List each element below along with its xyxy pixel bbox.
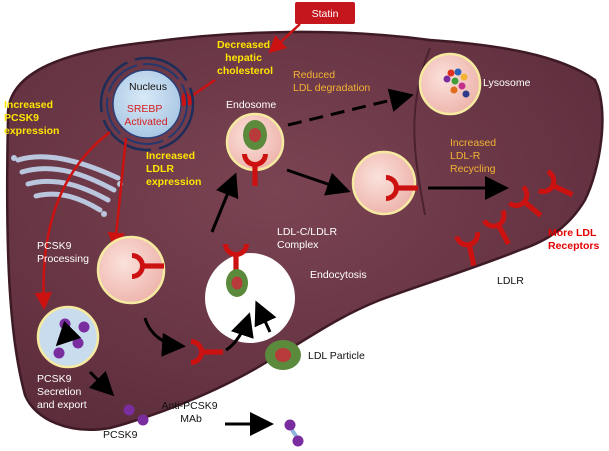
more-ldl-line-2: Receptors — [548, 240, 600, 252]
increased-recycling-line-2: LDL-R — [450, 150, 481, 162]
increased-ldlr-line-3: expression — [146, 176, 201, 188]
endocytosis-label: Endocytosis — [310, 269, 367, 281]
svg-text:SREBP Activated: SREBP Activated — [124, 103, 167, 128]
secretion-line-2: Secretion — [37, 386, 82, 398]
secretion-line-1: PCSK9 — [37, 373, 72, 385]
complex-line-2: Complex — [277, 239, 319, 251]
pcsk9-processing-vesicle — [96, 235, 166, 305]
mab-line-1: Anti-PCSK9 — [162, 400, 218, 412]
reduced-degradation-line-1: Reduced — [293, 69, 335, 81]
endosome-vesicle — [225, 112, 285, 186]
statin-box — [295, 2, 355, 24]
increased-ldlr-line-2: LDLR — [146, 163, 174, 175]
nucleus-to-secretion-arrow — [34, 131, 111, 310]
endocytosed-complex — [223, 244, 249, 297]
ldlr-label: LDLR — [497, 275, 524, 287]
ldl-particle-label: LDL Particle — [308, 350, 365, 362]
svg-text:PCSK9 Secretion and ex: PCSK9 Secretion and export — [37, 373, 87, 411]
reduced-degradation-line-2: LDL degradation — [293, 82, 370, 94]
surface-to-pit-arrow — [225, 312, 254, 352]
svg-text:Reduced LDL degradation: Reduced LDL degradation — [293, 69, 370, 94]
decreased-cholesterol-line-3: cholesterol — [217, 65, 273, 77]
increased-recycling-line-1: Increased — [450, 137, 496, 149]
endosome-label: Endosome — [226, 99, 276, 111]
srebp-line-2: Activated — [124, 116, 167, 128]
endosome-to-recycling-arrow — [286, 168, 351, 196]
nucleus — [99, 56, 195, 152]
complex-to-endosome-arrow — [210, 172, 239, 233]
srebp-line-1: SREBP — [127, 103, 163, 115]
mab-line-2: MAb — [180, 413, 202, 425]
secretion-to-pcsk9-arrow — [88, 370, 115, 397]
svg-text:Anti-PCSK9 MAb: Anti-PCSK9 MAb — [162, 400, 221, 425]
decreased-cholesterol-line-2: hepatic — [225, 52, 262, 64]
mab-bound-pcsk9 — [284, 419, 304, 447]
statin-arrow — [268, 23, 301, 54]
endocytosis-pit — [205, 253, 295, 343]
svg-text:PCSK9 Processing: PCSK9 Processing — [37, 240, 89, 265]
pcsk9-processing-line-1: PCSK9 — [37, 240, 72, 252]
increased-ldlr-line-1: Increased — [146, 150, 195, 162]
lysosome — [418, 52, 482, 116]
svg-text:Decreased hepatic chol: Decreased hepatic cholesterol — [217, 39, 273, 77]
increased-pcsk9-line-3: expression — [4, 125, 59, 137]
ldl-to-complex-arrow — [254, 300, 277, 333]
increased-pcsk9-line-2: PCSK9 — [4, 112, 39, 124]
pcsk9-processing-line-2: Processing — [37, 253, 89, 265]
svg-text:Increased LDL-R Recycl: Increased LDL-R Recycling — [450, 137, 499, 175]
svg-text:LDL-C/LDLR Complex: LDL-C/LDLR Complex — [277, 226, 340, 251]
secreted-pcsk9 — [123, 404, 149, 426]
pcsk9-secretion-vesicle — [36, 305, 100, 369]
nucleus-label: Nucleus — [129, 81, 167, 93]
secretion-line-3: and export — [37, 399, 87, 411]
svg-text:Increased PCSK9 expres: Increased PCSK9 expression — [4, 99, 59, 137]
golgi-apparatus — [11, 154, 123, 217]
ldl-particle — [265, 340, 301, 370]
increased-pcsk9-line-1: Increased — [4, 99, 53, 111]
lysosome-label: Lysosome — [483, 77, 531, 89]
recycling-vesicle — [351, 150, 418, 216]
more-ldl-line-1: More LDL — [548, 227, 597, 239]
decreased-cholesterol-line-1: Decreased — [217, 39, 270, 51]
svg-text:More LDL Receptors: More LDL Receptors — [548, 227, 600, 252]
svg-text:Increased LDLR express: Increased LDLR expression — [146, 150, 201, 188]
processing-to-surface-arrow — [143, 317, 186, 357]
statin-label: Statin — [312, 8, 339, 20]
complex-line-1: LDL-C/LDLR — [277, 226, 338, 238]
pcsk9-label: PCSK9 — [103, 429, 138, 441]
increased-recycling-line-3: Recycling — [450, 163, 496, 175]
nucleus-to-processing-arrow — [107, 137, 128, 250]
